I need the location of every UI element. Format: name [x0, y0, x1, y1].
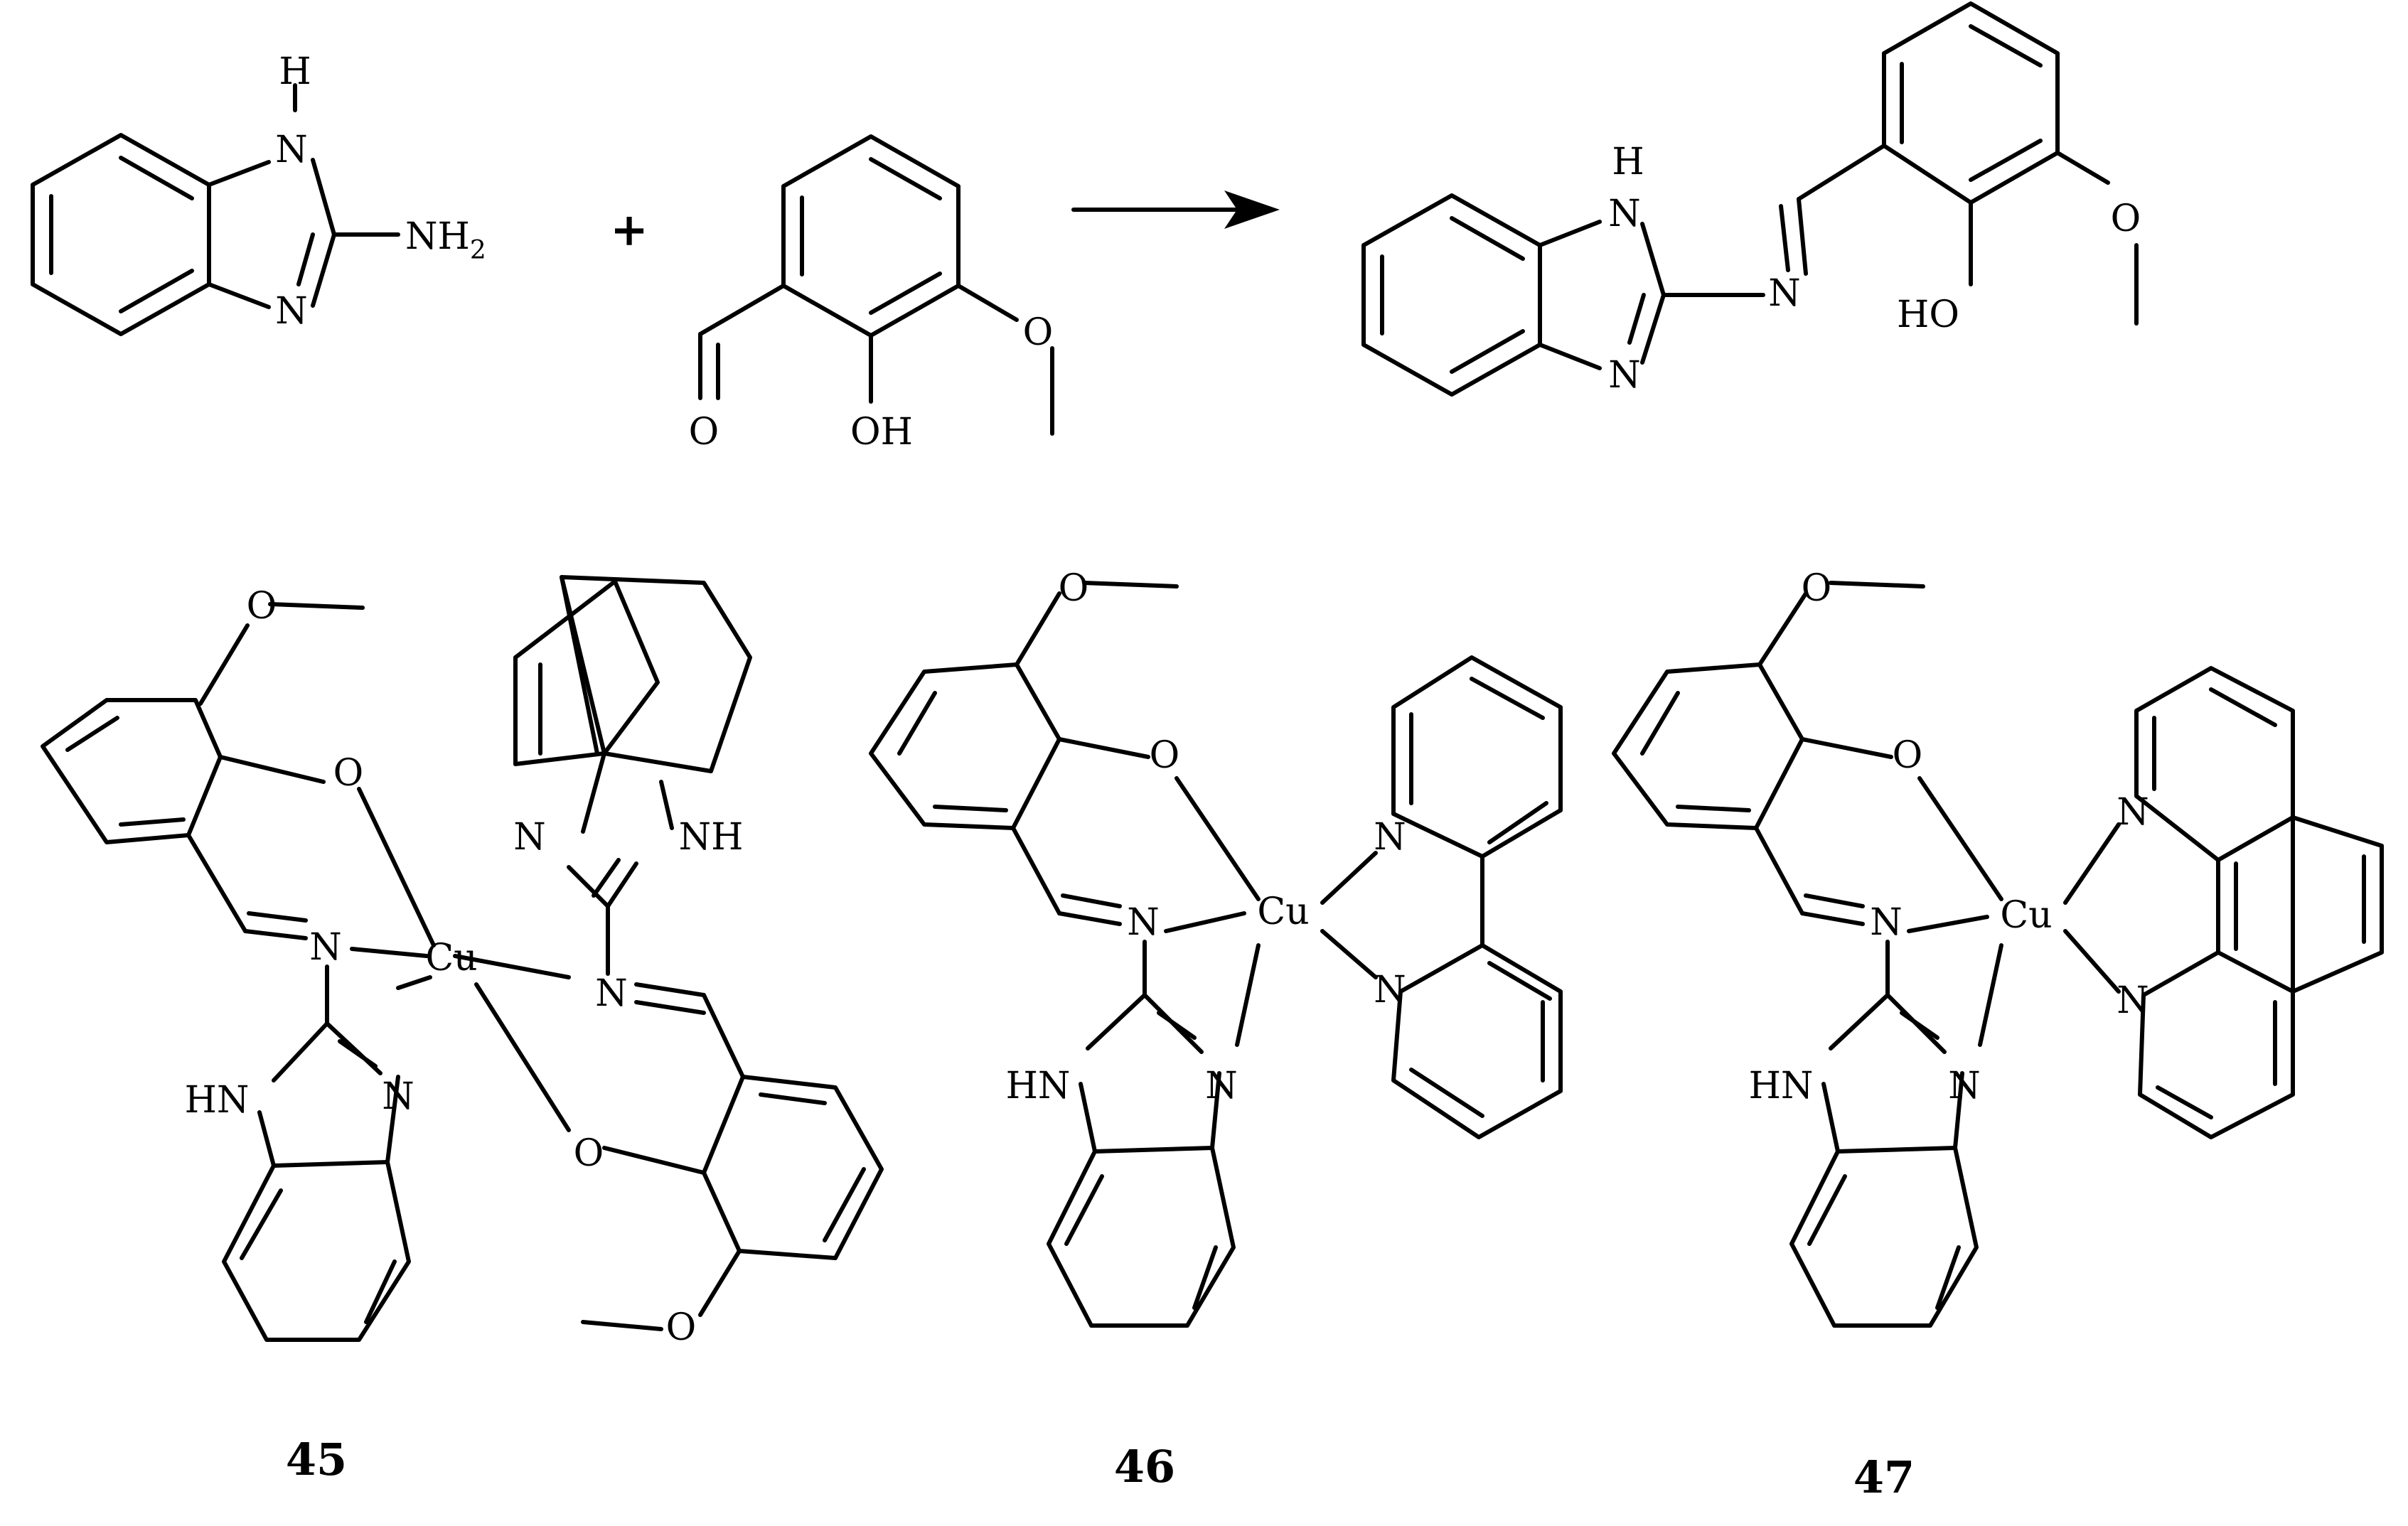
complex-47-benzimidazole-n: N: [1948, 1065, 1981, 1107]
complex-47-benzimidazole-nh: HN: [1749, 1065, 1814, 1107]
product-imine-n: N: [1768, 272, 1801, 315]
complex-45-imine-n-2: N: [595, 972, 628, 1015]
reactant-2-bonds: [698, 134, 1054, 436]
complex-47-methoxy-o: O: [1802, 567, 1832, 610]
complex-47-cu: Cu: [2000, 894, 2052, 937]
complex-46-cu: Cu: [1257, 891, 1309, 933]
product-ring-n: N: [1608, 354, 1641, 397]
complex-46-bipyridine-n-2: N: [1374, 969, 1406, 1011]
complex-47: O O N Cu N HN N N 47: [1612, 567, 2384, 1503]
complex-45-methoxy-o-2: O: [666, 1306, 697, 1349]
complex-46-benzimidazole-n: N: [1205, 1065, 1238, 1107]
complex-47-phenoxo-o: O: [1893, 734, 1923, 777]
complex-45-phenoxo-o-1: O: [333, 752, 364, 795]
complex-45-benzimidazole-nh-2: NH: [679, 816, 744, 859]
reactant-1-amine: NH2: [405, 215, 486, 265]
complex-45-benzimidazole-n-2: N: [513, 816, 546, 859]
reactant-1-ring-h: H: [279, 50, 311, 93]
reactant-1-bonds: [31, 83, 400, 336]
complex-45-phenoxo-o-2: O: [574, 1132, 604, 1175]
reactant-1-ring-n: N: [275, 290, 308, 333]
reactant-2-aminobenzimidazole: H N N NH2: [31, 50, 486, 336]
product-schiff-base: H N N N HO O: [1361, 1, 2141, 397]
complex-46-methoxy-o: O: [1059, 567, 1089, 610]
reactant-2-carbonyl-o: O: [689, 411, 719, 453]
product-ring-nh: N: [1608, 193, 1641, 235]
product-hydroxyl: HO: [1897, 294, 1959, 336]
complex-46-imine-n: N: [1127, 901, 1160, 944]
reactant-o-vanillin: O OH O: [689, 134, 1054, 453]
complex-45-bonds: [41, 575, 884, 1342]
complex-46-phenoxo-o: O: [1150, 734, 1180, 777]
product-ring-h: H: [1612, 141, 1644, 183]
reactant-1-ring-nh: N: [275, 129, 308, 171]
complex-45-methoxy-o-1: O: [247, 585, 277, 628]
complex-47-phenanthroline-n-1: N: [2117, 791, 2149, 834]
complex-47-label: 47: [1853, 1451, 1915, 1503]
complex-47-imine-n: N: [1870, 901, 1903, 944]
reactant-2-hydroxyl: OH: [850, 411, 913, 453]
complex-45-benzimidazole-nh-1: HN: [185, 1079, 250, 1122]
complex-45-imine-n-1: N: [309, 926, 342, 969]
complex-46-benzimidazole-nh: HN: [1006, 1065, 1071, 1107]
complex-46-bipyridine-n-1: N: [1374, 816, 1406, 859]
complex-47-bonds: [1612, 581, 2384, 1328]
product-methoxy-o: O: [2111, 198, 2141, 240]
complex-45-benzimidazole-n-1: N: [382, 1075, 414, 1118]
reaction-arrow: [1071, 190, 1280, 229]
product-bonds: [1361, 1, 2139, 397]
complex-46-label: 46: [1114, 1441, 1175, 1493]
plus-sign: +: [610, 203, 648, 257]
complex-46: O O N Cu N HN N N 46: [869, 567, 1563, 1493]
complex-45: O O N Cu N HN N NH N O O 45: [41, 575, 884, 1485]
reactant-2-methoxy-o: O: [1023, 311, 1054, 354]
complex-45-label: 45: [286, 1434, 347, 1485]
complex-46-bonds: [869, 581, 1563, 1328]
complex-47-phenanthroline-n-2: N: [2117, 979, 2149, 1022]
complex-45-cu: Cu: [425, 937, 477, 979]
